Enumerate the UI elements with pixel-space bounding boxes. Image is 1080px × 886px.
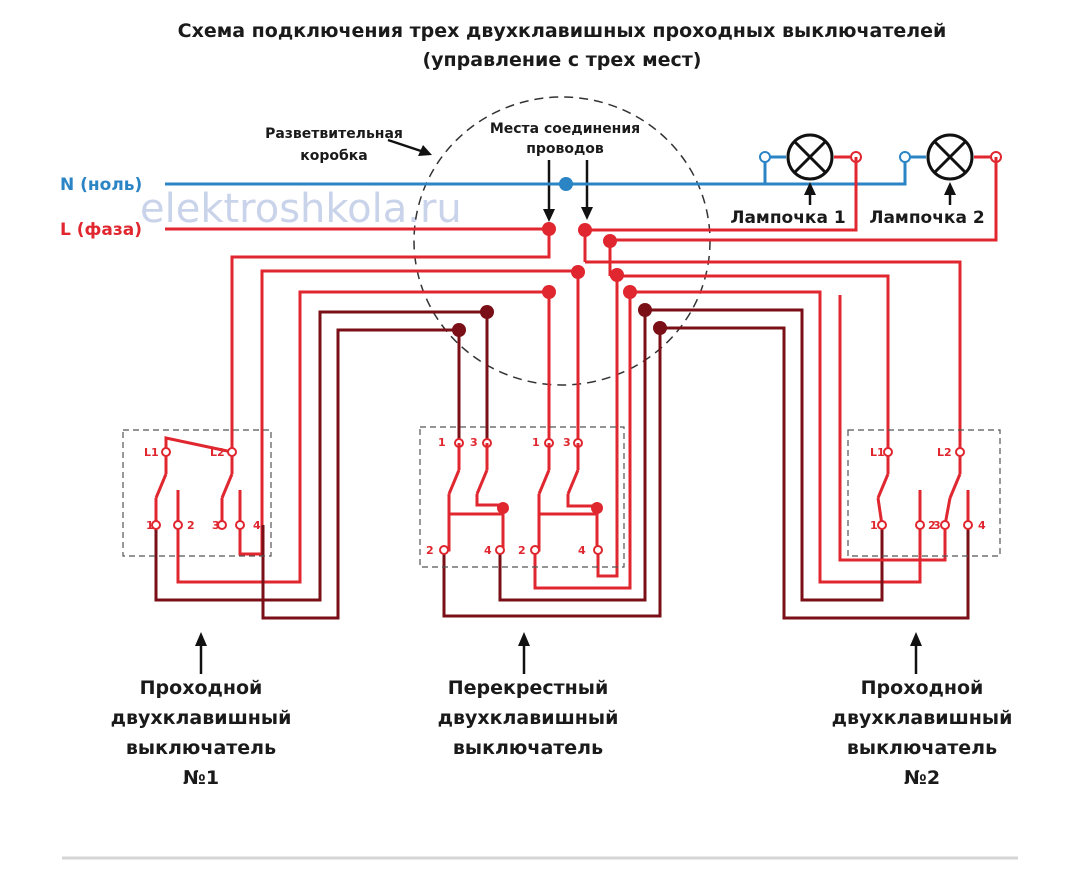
switch2-caption-arrow — [910, 632, 922, 674]
cross-pin-2a: 2 — [426, 544, 434, 557]
switch-cross: 1 3 1 3 2 4 2 4 — [419, 426, 625, 568]
lamp-2-arrow — [944, 182, 956, 205]
junction-box-label: Разветвительная — [265, 126, 403, 142]
cross-pin-4a: 4 — [484, 544, 492, 557]
switch1-caption: Проходной двухклавишный выключатель №1 — [111, 677, 292, 789]
switch2-pin-4: 4 — [978, 519, 986, 532]
junction-box-arrow — [387, 138, 432, 156]
switch2-pin-3: 3 — [933, 519, 941, 532]
switch1-caption-arrow — [195, 632, 207, 674]
switch2-pin-1: 1 — [870, 519, 878, 532]
lamp-1-icon — [759, 133, 862, 181]
switch1-pin-3: 3 — [212, 519, 220, 532]
switch2-caption-line3: выключатель — [847, 737, 997, 759]
switch-1: L1 L2 1 2 3 4 — [122, 429, 272, 557]
connections-arrow-left — [543, 160, 555, 222]
switch2-caption: Проходной двухклавишный выключатель №2 — [832, 677, 1013, 789]
watermark: elektroshkola.ru — [140, 186, 462, 232]
switch2-pin-2: 2 — [928, 519, 936, 532]
switch1-pin-l1: L1 — [144, 446, 159, 459]
diagram-subtitle: (управление с трех мест) — [422, 49, 701, 71]
switch1-caption-line2: двухклавишный — [111, 707, 292, 729]
cross-caption-arrow — [518, 632, 530, 674]
switch1-caption-line3: выключатель — [126, 737, 276, 759]
cross-pin-3a: 3 — [470, 436, 478, 449]
lamp-return-wires — [583, 157, 998, 276]
neutral-label: N (ноль) — [60, 175, 142, 195]
switch1-feed-wires — [154, 229, 580, 620]
cross-caption-line3: выключатель — [453, 737, 603, 759]
lamp-2-icon — [899, 133, 1002, 181]
switch2-caption-line4: №2 — [904, 767, 940, 789]
diagram-title: Схема подключения трех двухклавишных про… — [178, 20, 947, 42]
lamp-1-arrow — [804, 182, 816, 205]
cross-pin-1a: 1 — [438, 436, 446, 449]
cross-pin-4b: 4 — [578, 544, 586, 557]
switch2-caption-line1: Проходной — [861, 677, 984, 699]
junction-dots — [452, 177, 667, 337]
switch2-pin-l2: L2 — [937, 446, 952, 459]
switch1-pin-1: 1 — [146, 519, 154, 532]
cross-pin-1b: 1 — [532, 436, 540, 449]
cross-caption: Перекрестный двухклавишный выключатель — [438, 677, 619, 759]
connections-label-2: проводов — [526, 141, 604, 157]
switch-2: L1 L2 1 2 3 4 — [847, 429, 1001, 557]
phase-label: L (фаза) — [60, 220, 142, 240]
cross-caption-line2: двухклавишный — [438, 707, 619, 729]
switch2-pin-l1: L1 — [870, 446, 885, 459]
cross-pin-3b: 3 — [563, 436, 571, 449]
switch1-caption-line1: Проходной — [140, 677, 263, 699]
switch1-pin-2: 2 — [187, 519, 195, 532]
connections-arrow-right — [581, 160, 593, 220]
junction-box-label-2: коробка — [300, 148, 367, 164]
switch1-caption-line4: №1 — [183, 767, 219, 789]
connections-label: Места соединения — [490, 121, 640, 137]
switch1-pin-4: 4 — [253, 519, 261, 532]
cross-pin-2b: 2 — [518, 544, 526, 557]
switch2-feed-wires — [585, 260, 970, 620]
lamp-2-label: Лампочка 2 — [869, 208, 984, 228]
cross-caption-line1: Перекрестный — [448, 677, 609, 699]
lamp-1-label: Лампочка 1 — [730, 208, 845, 228]
switch2-caption-line2: двухклавишный — [832, 707, 1013, 729]
